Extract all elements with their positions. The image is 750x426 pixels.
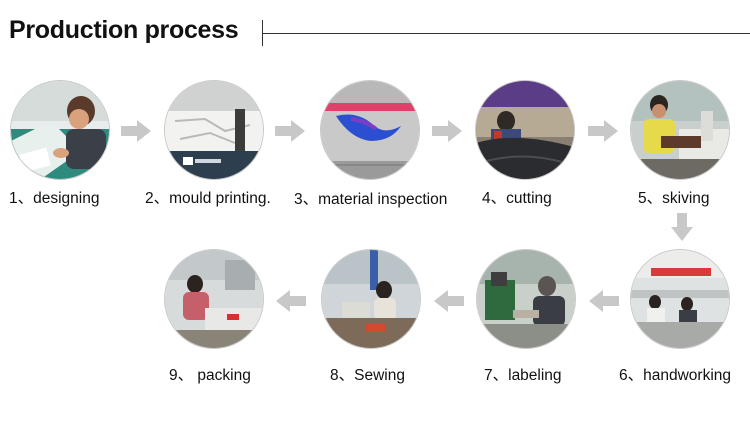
material-inspection-photo bbox=[321, 81, 419, 179]
designing-photo bbox=[11, 81, 109, 179]
step-6-label: 6、handworking bbox=[619, 363, 731, 385]
step-9-label: 9、 packing bbox=[169, 363, 251, 385]
sewing-photo bbox=[322, 250, 420, 348]
arrow-left-icon bbox=[276, 290, 306, 312]
labeling-photo bbox=[477, 250, 575, 348]
arrow-right-icon bbox=[275, 120, 305, 142]
arrow-right-icon bbox=[121, 120, 151, 142]
skiving-photo bbox=[631, 81, 729, 179]
step-5-label: 5、skiving bbox=[638, 186, 710, 208]
step-2-label: 2、mould printing. bbox=[145, 186, 271, 208]
mould-printing-photo bbox=[165, 81, 263, 179]
arrow-right-icon bbox=[432, 120, 462, 142]
arrow-down-icon bbox=[671, 213, 693, 241]
step-1-label: 1、designing bbox=[9, 186, 99, 208]
page-title: Production process bbox=[9, 16, 238, 45]
step-4-label: 4、cutting bbox=[482, 186, 552, 208]
step-3-label: 3、material inspection bbox=[294, 187, 447, 209]
cutting-photo bbox=[476, 81, 574, 179]
arrow-right-icon bbox=[588, 120, 618, 142]
step-8-label: 8、Sewing bbox=[330, 363, 405, 385]
handworking-photo bbox=[631, 250, 729, 348]
arrow-left-icon bbox=[589, 290, 619, 312]
title-rule bbox=[262, 33, 750, 34]
arrow-left-icon bbox=[434, 290, 464, 312]
step-7-label: 7、labeling bbox=[484, 363, 562, 385]
packing-photo bbox=[165, 250, 263, 348]
